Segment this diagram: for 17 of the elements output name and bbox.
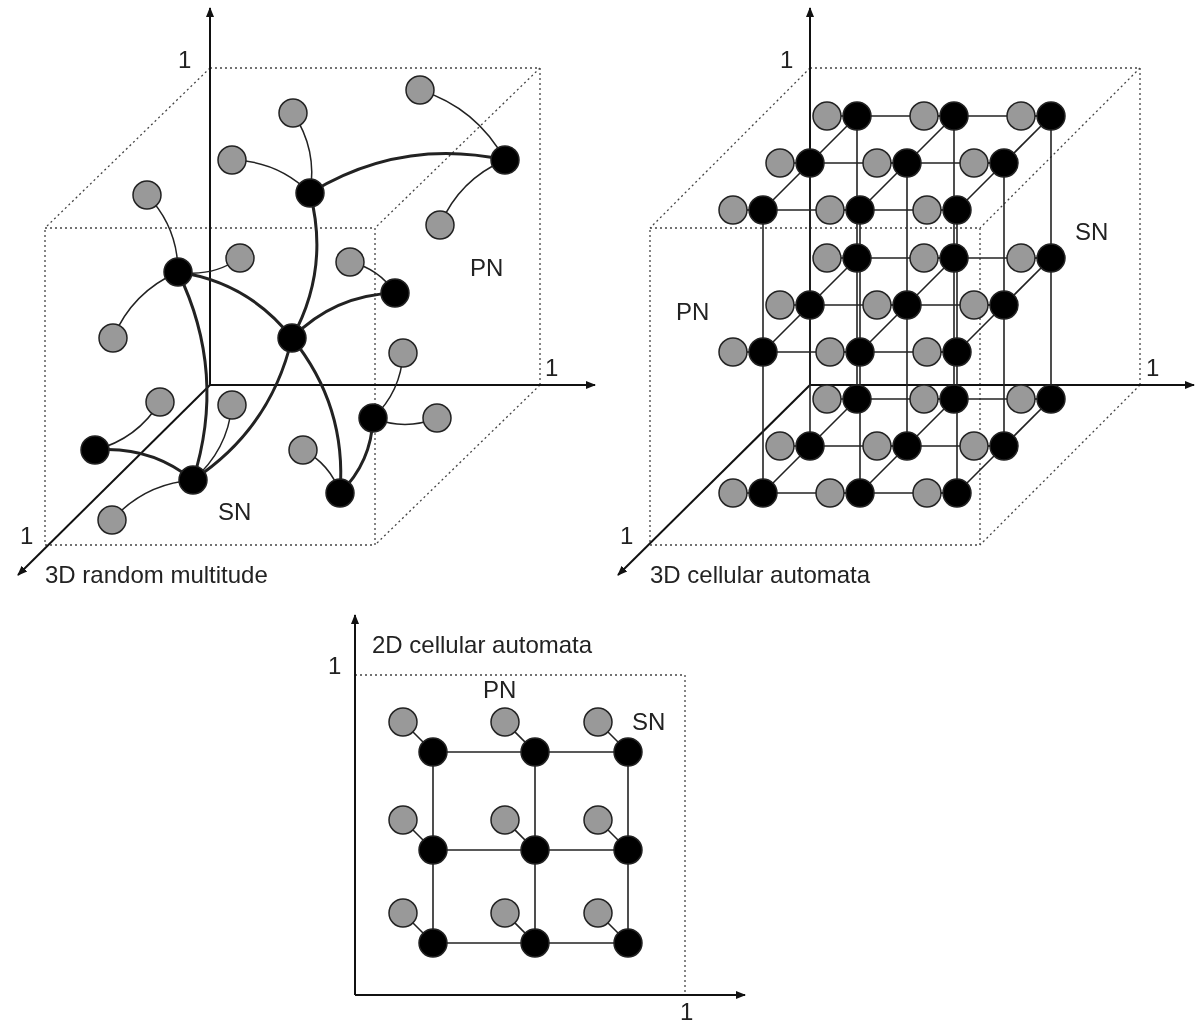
axis-tick-label: 1	[780, 48, 794, 72]
axis-tick-label: 1	[20, 524, 34, 548]
node-type-label: SN	[1075, 220, 1109, 244]
axis-tick-label: 1	[680, 1000, 694, 1024]
axis-tick-label: 1	[620, 524, 634, 548]
axis-tick-label: 1	[178, 48, 192, 72]
axis-tick-label: 1	[545, 356, 559, 380]
node-type-label: PN	[470, 256, 504, 280]
panel-caption: 2D cellular automata	[372, 633, 593, 657]
axis-tick-label: 1	[1146, 356, 1160, 380]
node-type-label: SN	[218, 500, 252, 524]
axis-tick-label: 1	[328, 654, 342, 678]
node-type-label: PN	[483, 678, 517, 702]
node-type-label: PN	[676, 300, 710, 324]
panel-caption: 3D random multitude	[45, 563, 268, 587]
panel-caption: 3D cellular automata	[650, 563, 871, 587]
node-type-label: SN	[632, 710, 666, 734]
